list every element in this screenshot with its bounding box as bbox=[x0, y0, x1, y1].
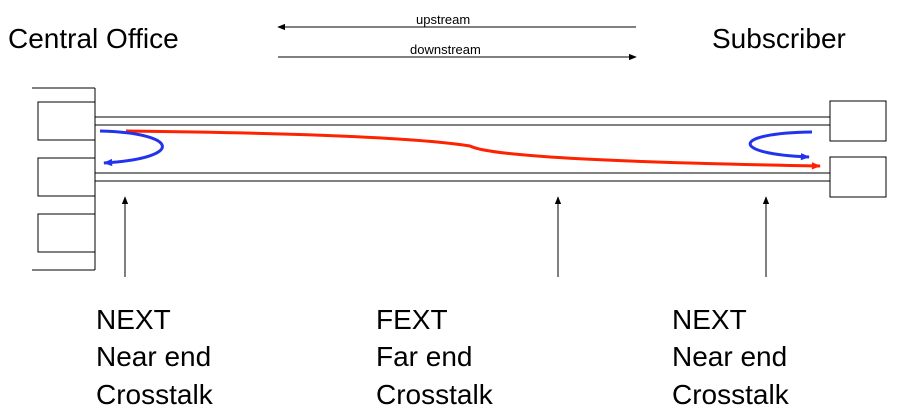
co-port-3 bbox=[37, 213, 96, 253]
next-label-right-line-2: Near end bbox=[672, 341, 787, 372]
subscriber-port-1 bbox=[829, 100, 887, 142]
fext-label-line-1: FEXT bbox=[376, 304, 448, 335]
central-office-label: Central Office bbox=[8, 23, 179, 54]
fext-label: FEXT Far end Crosstalk bbox=[376, 304, 494, 410]
next-label-left-line-3: Crosstalk bbox=[96, 379, 214, 410]
subscriber-equipment bbox=[829, 100, 887, 198]
fext-label-line-2: Far end bbox=[376, 341, 473, 372]
next-label-left-line-1: NEXT bbox=[96, 304, 171, 335]
next-label-left: NEXT Near end Crosstalk bbox=[96, 304, 214, 410]
next-label-right-line-3: Crosstalk bbox=[672, 379, 790, 410]
next-label-left-line-2: Near end bbox=[96, 341, 211, 372]
co-port-2 bbox=[37, 157, 96, 197]
next-label-right: NEXT Near end Crosstalk bbox=[672, 304, 790, 410]
fext-signal-path bbox=[125, 129, 821, 170]
central-office-equipment bbox=[32, 87, 96, 271]
subscriber-port-2 bbox=[829, 156, 887, 198]
upstream-label: upstream bbox=[416, 12, 470, 27]
subscriber-label: Subscriber bbox=[712, 23, 846, 54]
next-loop-subscriber bbox=[748, 130, 813, 161]
co-port-1 bbox=[37, 101, 96, 141]
next-loop-central-office bbox=[99, 129, 164, 167]
downstream-label: downstream bbox=[410, 42, 481, 57]
fext-label-line-3: Crosstalk bbox=[376, 379, 494, 410]
next-label-right-line-1: NEXT bbox=[672, 304, 747, 335]
cable-pair-1 bbox=[95, 116, 830, 126]
cable-pair-2 bbox=[95, 172, 830, 182]
